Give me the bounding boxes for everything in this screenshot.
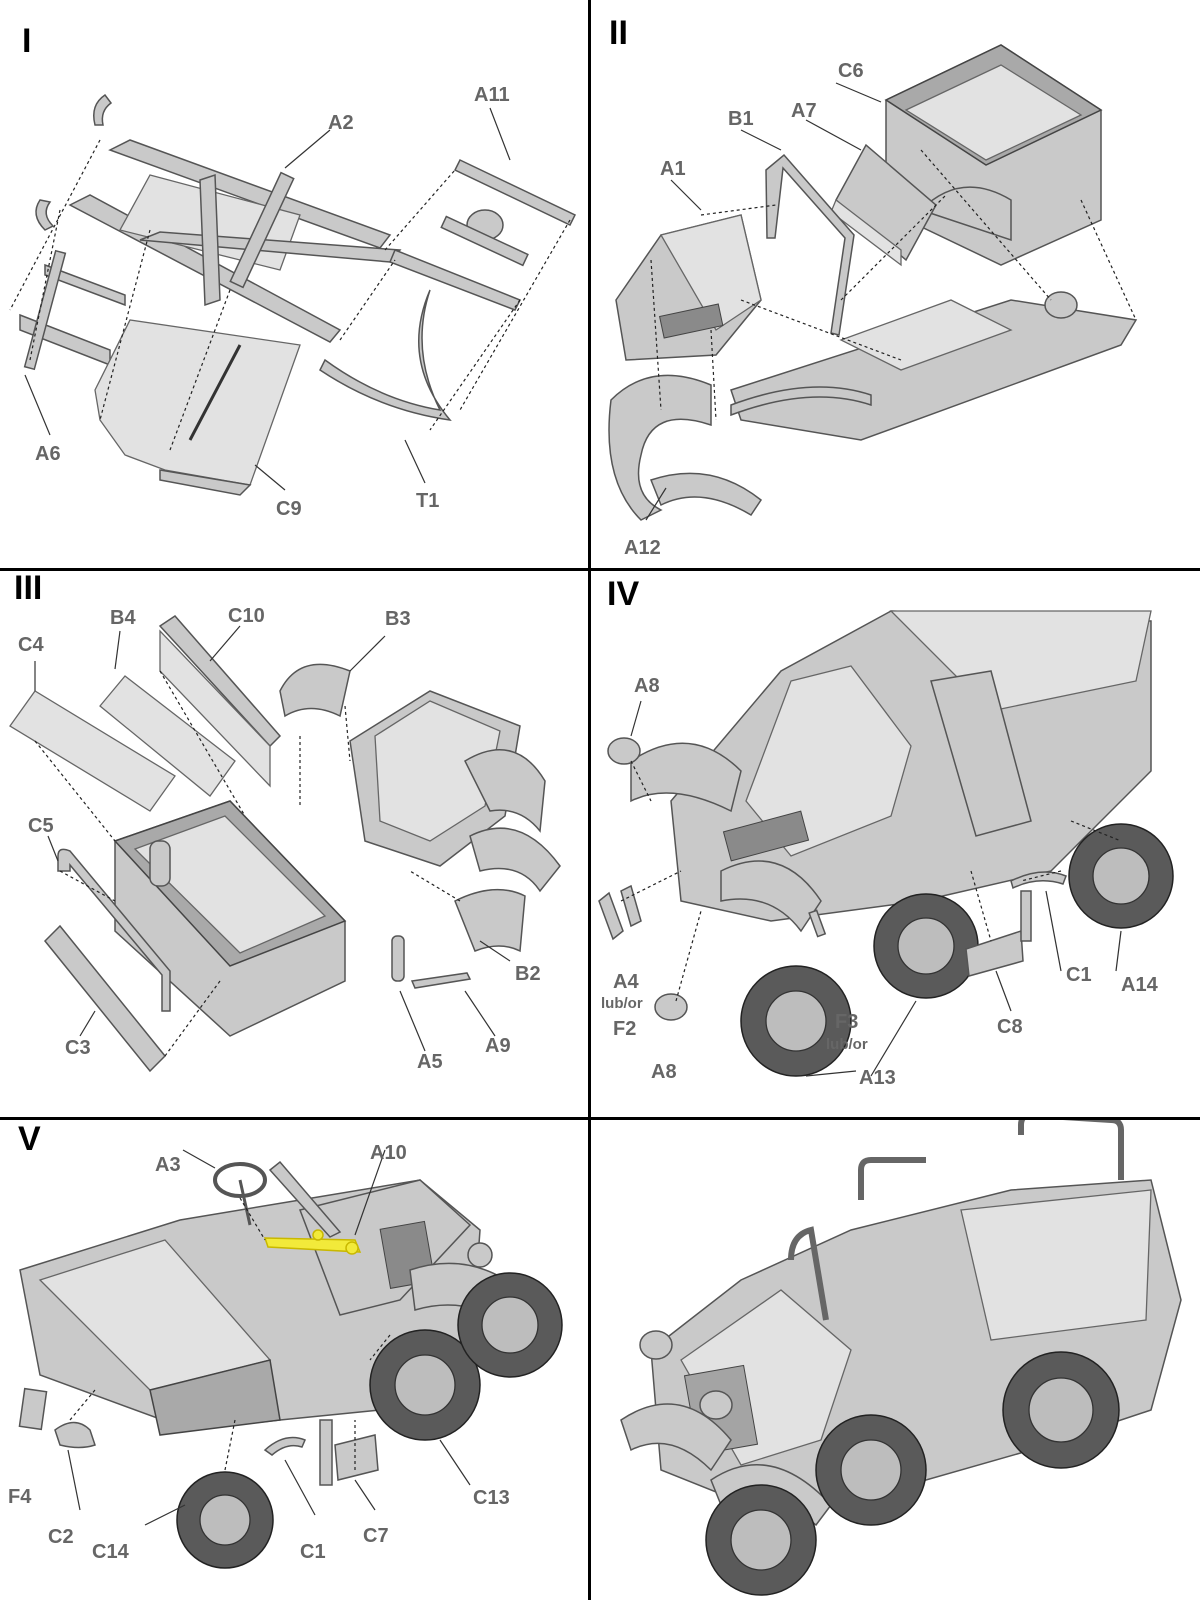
part-label-a6: A6	[35, 443, 61, 465]
part-label-a2: A2	[328, 112, 354, 134]
finished-vehicle-illustration	[620, 1120, 1182, 1596]
part-label-c14: C14	[92, 1541, 129, 1563]
step-panel-2: II C6 B1 A7 A1 A12	[591, 0, 1200, 568]
part-label-f3: F3	[835, 1011, 859, 1033]
step-panel-4: IV A8 A4 lub/or F2 A8 F3 lub/or C1 A14 C…	[591, 571, 1200, 1117]
vertical-divider	[588, 0, 591, 1600]
part-label-a10: A10	[370, 1142, 407, 1164]
part-label-c3: C3	[65, 1037, 91, 1059]
part-label-c2: C2	[48, 1526, 74, 1548]
part-label-a9: A9	[485, 1035, 511, 1057]
step-panel-1: I A2 A11 A6 C9 T1	[0, 0, 588, 568]
part-label-c5: C5	[28, 815, 54, 837]
part-label-c6: C6	[838, 60, 864, 82]
part-label-a3: A3	[155, 1154, 181, 1176]
part-label-a5: A5	[417, 1051, 443, 1073]
step-number-iii: III	[14, 571, 43, 607]
final-details-illustration	[18, 1149, 563, 1569]
part-label-f2: F2	[613, 1018, 637, 1040]
part-label-b2: B2	[515, 963, 541, 985]
step-number-iv: IV	[607, 575, 640, 613]
part-label-a7: A7	[791, 100, 817, 122]
step-number-v: V	[18, 1120, 41, 1158]
chassis-frame-illustration	[9, 93, 577, 496]
seats-and-rails-illustration	[9, 615, 561, 1073]
part-label-c4: C4	[18, 634, 44, 656]
part-label-a8-bottom: A8	[651, 1061, 677, 1083]
step-panel-6-finished	[591, 1120, 1200, 1600]
part-label-a1: A1	[660, 158, 686, 180]
horizontal-divider-2	[0, 1117, 1200, 1120]
part-label-c8: C8	[997, 1016, 1023, 1038]
part-label-a8-top: A8	[634, 675, 660, 697]
part-label-c7: C7	[363, 1525, 389, 1547]
step-number-i: I	[22, 22, 32, 60]
part-label-f4: F4	[8, 1486, 32, 1508]
part-label-a12: A12	[624, 537, 661, 559]
body-tub-illustration	[608, 44, 1138, 521]
part-label-c13: C13	[473, 1487, 510, 1509]
part-label-t1: T1	[416, 490, 440, 512]
part-label-a4: A4	[613, 971, 639, 993]
part-label-c1: C1	[1066, 964, 1092, 986]
horizontal-divider-1	[0, 568, 1200, 571]
wheels-assembly-illustration	[598, 610, 1174, 1077]
part-label-a11: A11	[474, 84, 510, 106]
part-label-b1: B1	[728, 108, 754, 130]
part-label-a14: A14	[1121, 974, 1158, 996]
part-label-or-a4: lub/or	[601, 995, 643, 1012]
step-panel-5: V A3 A10 F4 C2 C14 C1 C7 C13	[0, 1120, 588, 1600]
step-panel-3: III C10 B4 B3 C4 C5 B2 C3 A5 A9	[0, 571, 588, 1117]
step-number-ii: II	[609, 14, 628, 52]
part-label-c10: C10	[228, 605, 265, 627]
part-label-c9: C9	[276, 498, 302, 520]
part-label-b4: B4	[110, 607, 136, 629]
part-label-or-f3: lub/or	[826, 1036, 868, 1053]
part-label-c1: C1	[300, 1541, 326, 1563]
part-label-a13: A13	[859, 1067, 896, 1089]
part-label-b3: B3	[385, 608, 411, 630]
